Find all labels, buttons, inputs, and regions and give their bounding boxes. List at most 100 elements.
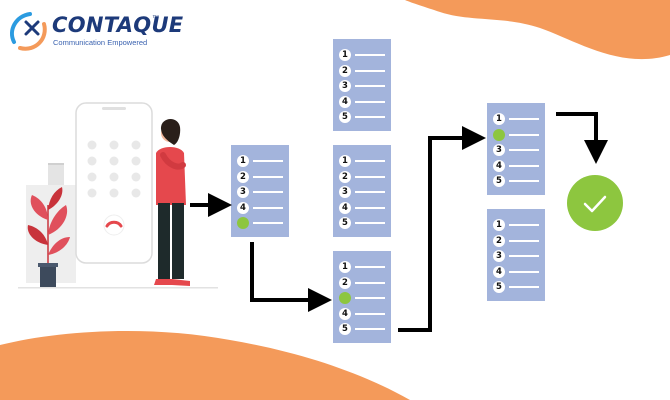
keypad-key [87, 156, 97, 166]
option-line [509, 118, 539, 120]
ivr-menu-card-d: 1 3 4 5 [487, 103, 545, 195]
option-number: 5 [493, 175, 505, 188]
arrow-option5-to-submenu [250, 242, 332, 312]
option-number: 4 [339, 95, 351, 108]
arrow-option3-to-submenu [398, 126, 486, 332]
resolved-check-badge [567, 175, 623, 231]
option-number: 1 [339, 261, 351, 273]
option-number: 2 [339, 64, 351, 77]
option-line [355, 160, 385, 162]
menu-option-row: 2 [237, 170, 283, 183]
brand-logo: CONTAQUE ™ Communication Empowered [6, 8, 183, 56]
option-number: 4 [493, 159, 505, 172]
option-number: 1 [339, 155, 351, 167]
option-line [355, 69, 385, 72]
brand-tagline: Communication Empowered [53, 38, 148, 47]
option-number: 5 [339, 323, 351, 336]
menu-option-row: 1 [493, 219, 539, 231]
option-line [253, 191, 283, 194]
menu-option-row: 1 [237, 155, 283, 167]
option-line [509, 180, 539, 183]
option-line [509, 270, 539, 273]
option-number: 2 [339, 170, 351, 183]
option-number: 3 [237, 186, 249, 199]
option-line [509, 149, 539, 152]
option-line [355, 191, 385, 194]
option-line [355, 222, 385, 225]
option-number: 4 [339, 201, 351, 214]
caller-illustration [18, 102, 218, 289]
keypad-key [109, 140, 119, 150]
menu-option-row: 5 [493, 281, 539, 294]
menu-option-row: 2 [493, 234, 539, 247]
menu-option-row: 2 [339, 64, 385, 77]
keypad-key [109, 188, 119, 198]
ivr-menu-card-a: 1 2 3 4 5 [333, 39, 391, 131]
option-line [253, 222, 283, 225]
option-line [509, 239, 539, 242]
option-number: 2 [237, 170, 249, 183]
menu-option-row: 4 [339, 95, 385, 108]
menu-option-row: 1 [339, 49, 385, 61]
keypad-key [131, 172, 141, 182]
keypad-key [87, 188, 97, 198]
option-line [509, 164, 539, 167]
keypad-key [131, 140, 141, 150]
menu-option-row: 3 [339, 80, 385, 93]
option-number: 5 [339, 217, 351, 230]
plant-decoration [27, 187, 70, 287]
option-line [509, 286, 539, 289]
option-line [355, 312, 385, 315]
option-number: 1 [237, 155, 249, 167]
keypad-key [87, 172, 97, 182]
option-line [355, 328, 385, 331]
selected-option-dot [237, 217, 249, 230]
keypad-key [87, 140, 97, 150]
option-line [355, 206, 385, 209]
option-line [253, 206, 283, 209]
option-line [509, 224, 539, 226]
ivr-menu-card-b: 1 2 3 4 5 [333, 145, 391, 237]
menu-option-row: 2 [339, 276, 385, 289]
option-line [355, 266, 385, 268]
option-line [509, 133, 539, 136]
option-line [355, 281, 385, 284]
trademark-mark: ™ [152, 15, 159, 22]
menu-option-row: 3 [493, 144, 539, 157]
ivr-menu-card-c: 1 2 4 5 [333, 251, 391, 343]
menu-option-row: 5 [339, 111, 385, 124]
option-line [509, 255, 539, 258]
keypad-key [109, 156, 119, 166]
menu-option-row [339, 292, 385, 305]
menu-option-row: 4 [339, 307, 385, 320]
option-line [355, 116, 385, 119]
menu-option-row: 1 [339, 155, 385, 167]
option-number: 3 [493, 250, 505, 263]
option-number: 1 [493, 113, 505, 125]
option-number: 1 [493, 219, 505, 231]
option-line [355, 175, 385, 178]
menu-option-row: 2 [339, 170, 385, 183]
menu-option-row: 3 [237, 186, 283, 199]
menu-option-row: 3 [493, 250, 539, 263]
checkmark-icon [583, 195, 607, 213]
arrow-option2-to-resolved [556, 112, 608, 164]
keypad-key [109, 172, 119, 182]
menu-option-row: 3 [339, 186, 385, 199]
ivr-menu-card-start: 1 2 3 4 [231, 145, 289, 237]
option-number: 5 [493, 281, 505, 294]
option-number: 2 [493, 234, 505, 247]
option-number: 3 [339, 80, 351, 93]
keypad-key [131, 156, 141, 166]
option-number: 5 [339, 111, 351, 124]
option-number: 2 [339, 276, 351, 289]
keypad-key [131, 188, 141, 198]
option-number: 3 [339, 186, 351, 199]
option-number: 4 [339, 307, 351, 320]
option-number: 4 [237, 201, 249, 214]
menu-option-row: 4 [237, 201, 283, 214]
menu-option-row [493, 128, 539, 141]
option-line [253, 175, 283, 178]
